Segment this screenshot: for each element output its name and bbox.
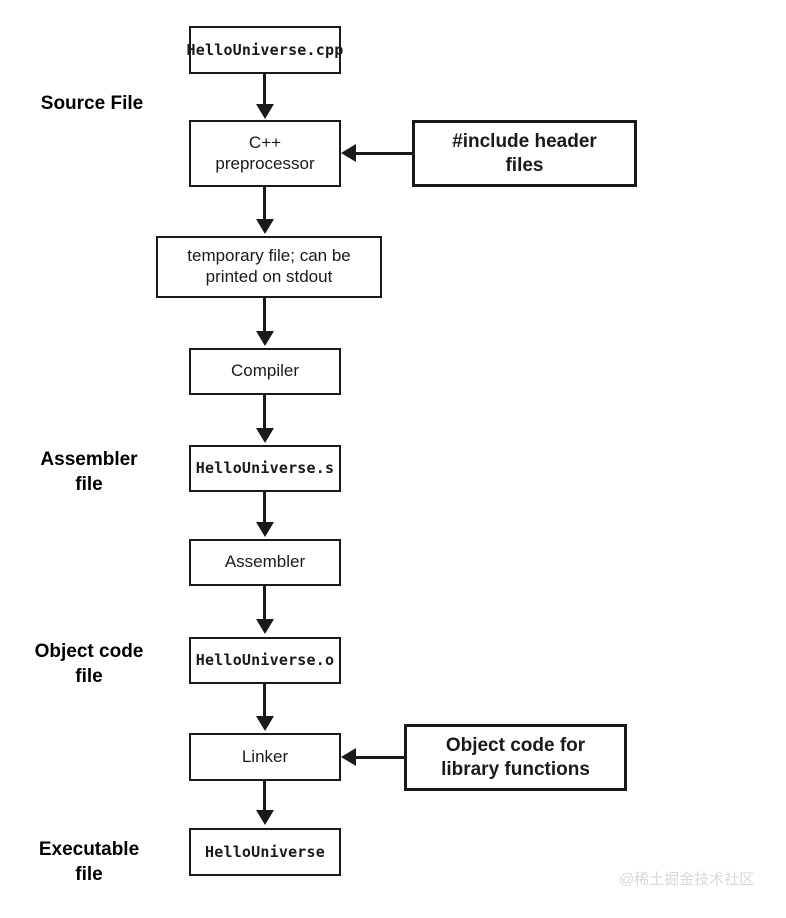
connector-object-file-to-linker — [263, 684, 266, 716]
arrowhead-object-file-to-linker — [256, 716, 274, 731]
connector-linker-to-executable — [263, 781, 266, 811]
node-preprocessor-label: C++ preprocessor — [215, 132, 315, 173]
node-assembler[interactable]: Assembler — [189, 539, 341, 586]
node-object-file[interactable]: HelloUniverse.o — [189, 637, 341, 684]
arrowhead-include-headers-to-preprocessor — [341, 144, 356, 162]
connector-include-headers-to-preprocessor — [356, 152, 414, 155]
node-temporary-file-label: temporary file; can be printed on stdout — [187, 246, 351, 286]
connector-assembler-file-to-assembler — [263, 492, 266, 524]
node-assembler-file-label: HelloUniverse.s — [195, 459, 335, 478]
node-source-file[interactable]: HelloUniverse.cpp — [187, 26, 343, 74]
connector-assembler-to-object-file — [263, 586, 266, 620]
node-assembler-label: Assembler — [224, 552, 306, 572]
connector-library-objects-to-linker — [356, 756, 406, 759]
node-temporary-file[interactable]: temporary file; can be printed on stdout — [156, 236, 382, 298]
connector-preprocessor-to-temp-file — [263, 187, 266, 219]
arrowhead-compiler-to-assembler-file — [256, 428, 274, 443]
connector-source-to-preprocessor — [263, 74, 266, 106]
node-include-header-files[interactable]: #include header files — [412, 120, 637, 187]
arrowhead-assembler-file-to-assembler — [256, 522, 274, 537]
connector-temp-file-to-compiler — [263, 298, 266, 332]
stage-label-assembler-file: Assembler file — [40, 449, 138, 495]
node-assembler-file[interactable]: HelloUniverse.s — [189, 445, 341, 492]
node-object-file-label: HelloUniverse.o — [195, 651, 335, 670]
node-include-header-files-label: #include header files — [452, 130, 597, 176]
arrowhead-library-objects-to-linker — [341, 748, 356, 766]
node-preprocessor[interactable]: C++ preprocessor — [189, 120, 341, 187]
stage-label-object-code-file: Object code file — [34, 641, 144, 687]
node-compiler[interactable]: Compiler — [189, 348, 341, 395]
stage-label-source-file: Source File — [40, 93, 144, 114]
node-linker-label: Linker — [241, 746, 289, 766]
watermark: @稀土掘金技术社区 — [619, 871, 755, 888]
arrowhead-temp-file-to-compiler — [256, 331, 274, 346]
node-executable-label: HelloUniverse — [205, 842, 325, 861]
arrowhead-preprocessor-to-temp-file — [256, 219, 274, 234]
node-source-file-label: HelloUniverse.cpp — [186, 40, 344, 59]
connector-compiler-to-assembler-file — [263, 395, 266, 429]
arrowhead-linker-to-executable — [256, 810, 274, 825]
arrowhead-assembler-to-object-file — [256, 619, 274, 634]
node-library-object-code-label: Object code for library functions — [441, 734, 590, 780]
node-linker[interactable]: Linker — [189, 733, 341, 781]
arrowhead-source-to-preprocessor — [256, 104, 274, 119]
node-library-object-code[interactable]: Object code for library functions — [404, 724, 627, 791]
stage-label-executable-file: Executable file — [38, 839, 140, 885]
node-compiler-label: Compiler — [230, 361, 300, 381]
node-executable[interactable]: HelloUniverse — [189, 828, 341, 876]
